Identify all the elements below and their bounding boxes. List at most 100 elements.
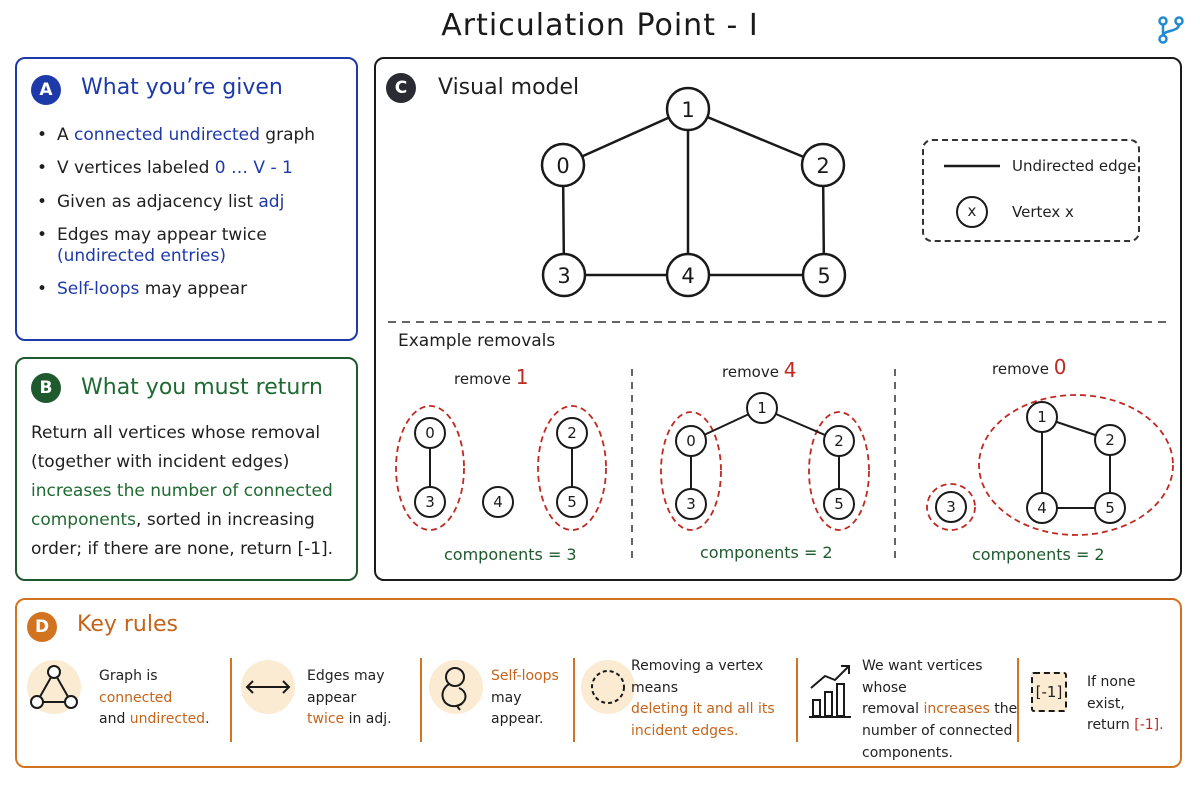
rule-want: We want vertices whose removal increases… [862,658,1018,761]
component-2-5 [537,405,607,531]
ex3-node-5-label: 5 [1105,499,1115,517]
ex1-node-3-label: 3 [425,493,435,511]
ex3-node-4 [1026,492,1058,524]
visual-model-title: Visual model [438,75,580,100]
branch-icon[interactable] [1155,14,1187,46]
removal-4-label: remove 4 [722,358,797,382]
component-0-3 [395,405,465,531]
self-loop-icon [429,660,483,714]
main-node-2 [800,142,846,188]
rule-divider [420,658,422,742]
components-count-3: components = 2 [972,545,1105,564]
ex1-node-2-label: 2 [567,424,577,442]
example-remove-4: 1 0 3 2 5 [660,392,870,531]
edge-0-1 [562,107,689,167]
visual-model-panel: C Visual model 0 1 2 3 4 5 [374,57,1182,581]
ex3-node-3 [935,491,967,523]
legend-edge-line [944,164,1000,168]
ex2-node-0-label: 0 [686,432,696,450]
main-graph: 0 1 2 3 4 5 0 3 [388,86,1174,564]
given-item-edges: Edges may appear twice (undirected entri… [37,225,315,268]
ex2-node-3-label: 3 [686,495,696,513]
ex3-node-4-label: 4 [1037,499,1047,517]
legend: Undirected edge x Vertex x [922,139,1140,242]
ex3-node-5 [1094,492,1126,524]
given-panel: A What you’re given A connected undirect… [15,57,358,341]
rule-self-loops: Self-loops may appear. [491,668,559,728]
bracket-minus-one-icon: [-1] [1031,672,1067,712]
component-3 [926,483,976,531]
badge-b: B [31,373,61,403]
return-panel: B What you must return Return all vertic… [15,357,358,581]
rule-twice: Edges may appear twice in adj. [307,668,392,728]
ex3-node-1 [1026,401,1058,433]
components-count-2: components = 2 [700,543,833,562]
ex1-node-0-label: 0 [425,424,435,442]
ex3-node-1-label: 1 [1037,408,1047,426]
rule-divider [1017,658,1019,742]
ex3-node-2 [1094,424,1126,456]
given-item-graph: A connected undirected graph [37,125,315,147]
ex2-node-2-label: 2 [834,432,844,450]
ex1-node-3 [414,486,446,518]
main-node-4-label: 4 [681,264,694,288]
page-title: Articulation Point - I [441,8,759,43]
ex1-node-2 [556,417,588,449]
main-node-3 [541,252,587,298]
dashed-circle-icon [581,660,635,714]
ex2-node-2 [823,425,855,457]
rule-divider [573,658,575,742]
legend-vertex-circle: x [956,196,988,228]
rule-removing: Removing a vertex means deleting it and … [631,658,775,740]
ex2-node-5-label: 5 [834,495,844,513]
given-title: What you’re given [81,75,283,100]
ex2-node-5 [823,488,855,520]
ex2-node-3 [675,488,707,520]
component-1-2-4-5 [978,394,1174,536]
ex2-node-1-label: 1 [757,399,767,417]
example-remove-1: 0 3 4 2 5 [395,405,607,531]
key-rules-panel: D Key rules Graph is connected and undir… [15,598,1182,768]
ex1-node-4 [482,486,514,518]
main-node-0 [540,142,586,188]
components-count-1: components = 3 [444,545,577,564]
key-rules-title: Key rules [77,612,178,637]
removal-0-label: remove 0 [992,355,1067,379]
rule-divider [796,658,798,742]
double-arrow-icon [241,660,295,714]
example-remove-0: 3 1 2 4 5 [926,394,1174,536]
badge-c: C [386,73,416,103]
ex3-node-2-label: 2 [1105,431,1115,449]
legend-edge-label: Undirected edge [1012,157,1137,175]
removal-1-label: remove 1 [454,365,529,389]
rule-divider [230,658,232,742]
main-node-5 [801,252,847,298]
given-list: A connected undirected graph V vertices … [37,125,315,313]
ex1-node-0 [414,417,446,449]
main-node-1-label: 1 [681,98,694,122]
ex1-node-4-label: 4 [493,493,503,511]
legend-vertex-label: Vertex x [1012,203,1074,221]
rule-none: If none exist, return [-1]. [1087,674,1164,734]
ex2-node-1 [746,392,778,424]
badge-a: A [31,75,61,105]
main-node-2-label: 2 [816,154,829,178]
ex3-node-3-label: 3 [946,498,956,516]
main-node-5-label: 5 [817,264,830,288]
given-item-vertices: V vertices labeled 0 … V - 1 [37,158,315,180]
edge-1-2 [687,107,824,167]
rule-connected: Graph is connected and undirected. [99,668,210,728]
return-description: Return all vertices whose removal (toget… [31,423,334,559]
return-title: What you must return [81,375,323,400]
given-item-adj: Given as adjacency list adj [37,192,315,214]
given-item-selfloops: Self-loops may appear [37,279,315,301]
ex1-node-5 [556,486,588,518]
component-2-5b [808,411,870,531]
example-removals-title: Example removals [398,331,556,351]
triangle-graph-icon [27,660,81,714]
main-node-1 [665,86,711,132]
ex1-node-5-label: 5 [567,493,577,511]
rising-bar-chart-icon [809,665,851,718]
ex2-node-0 [675,425,707,457]
main-node-4 [665,252,711,298]
